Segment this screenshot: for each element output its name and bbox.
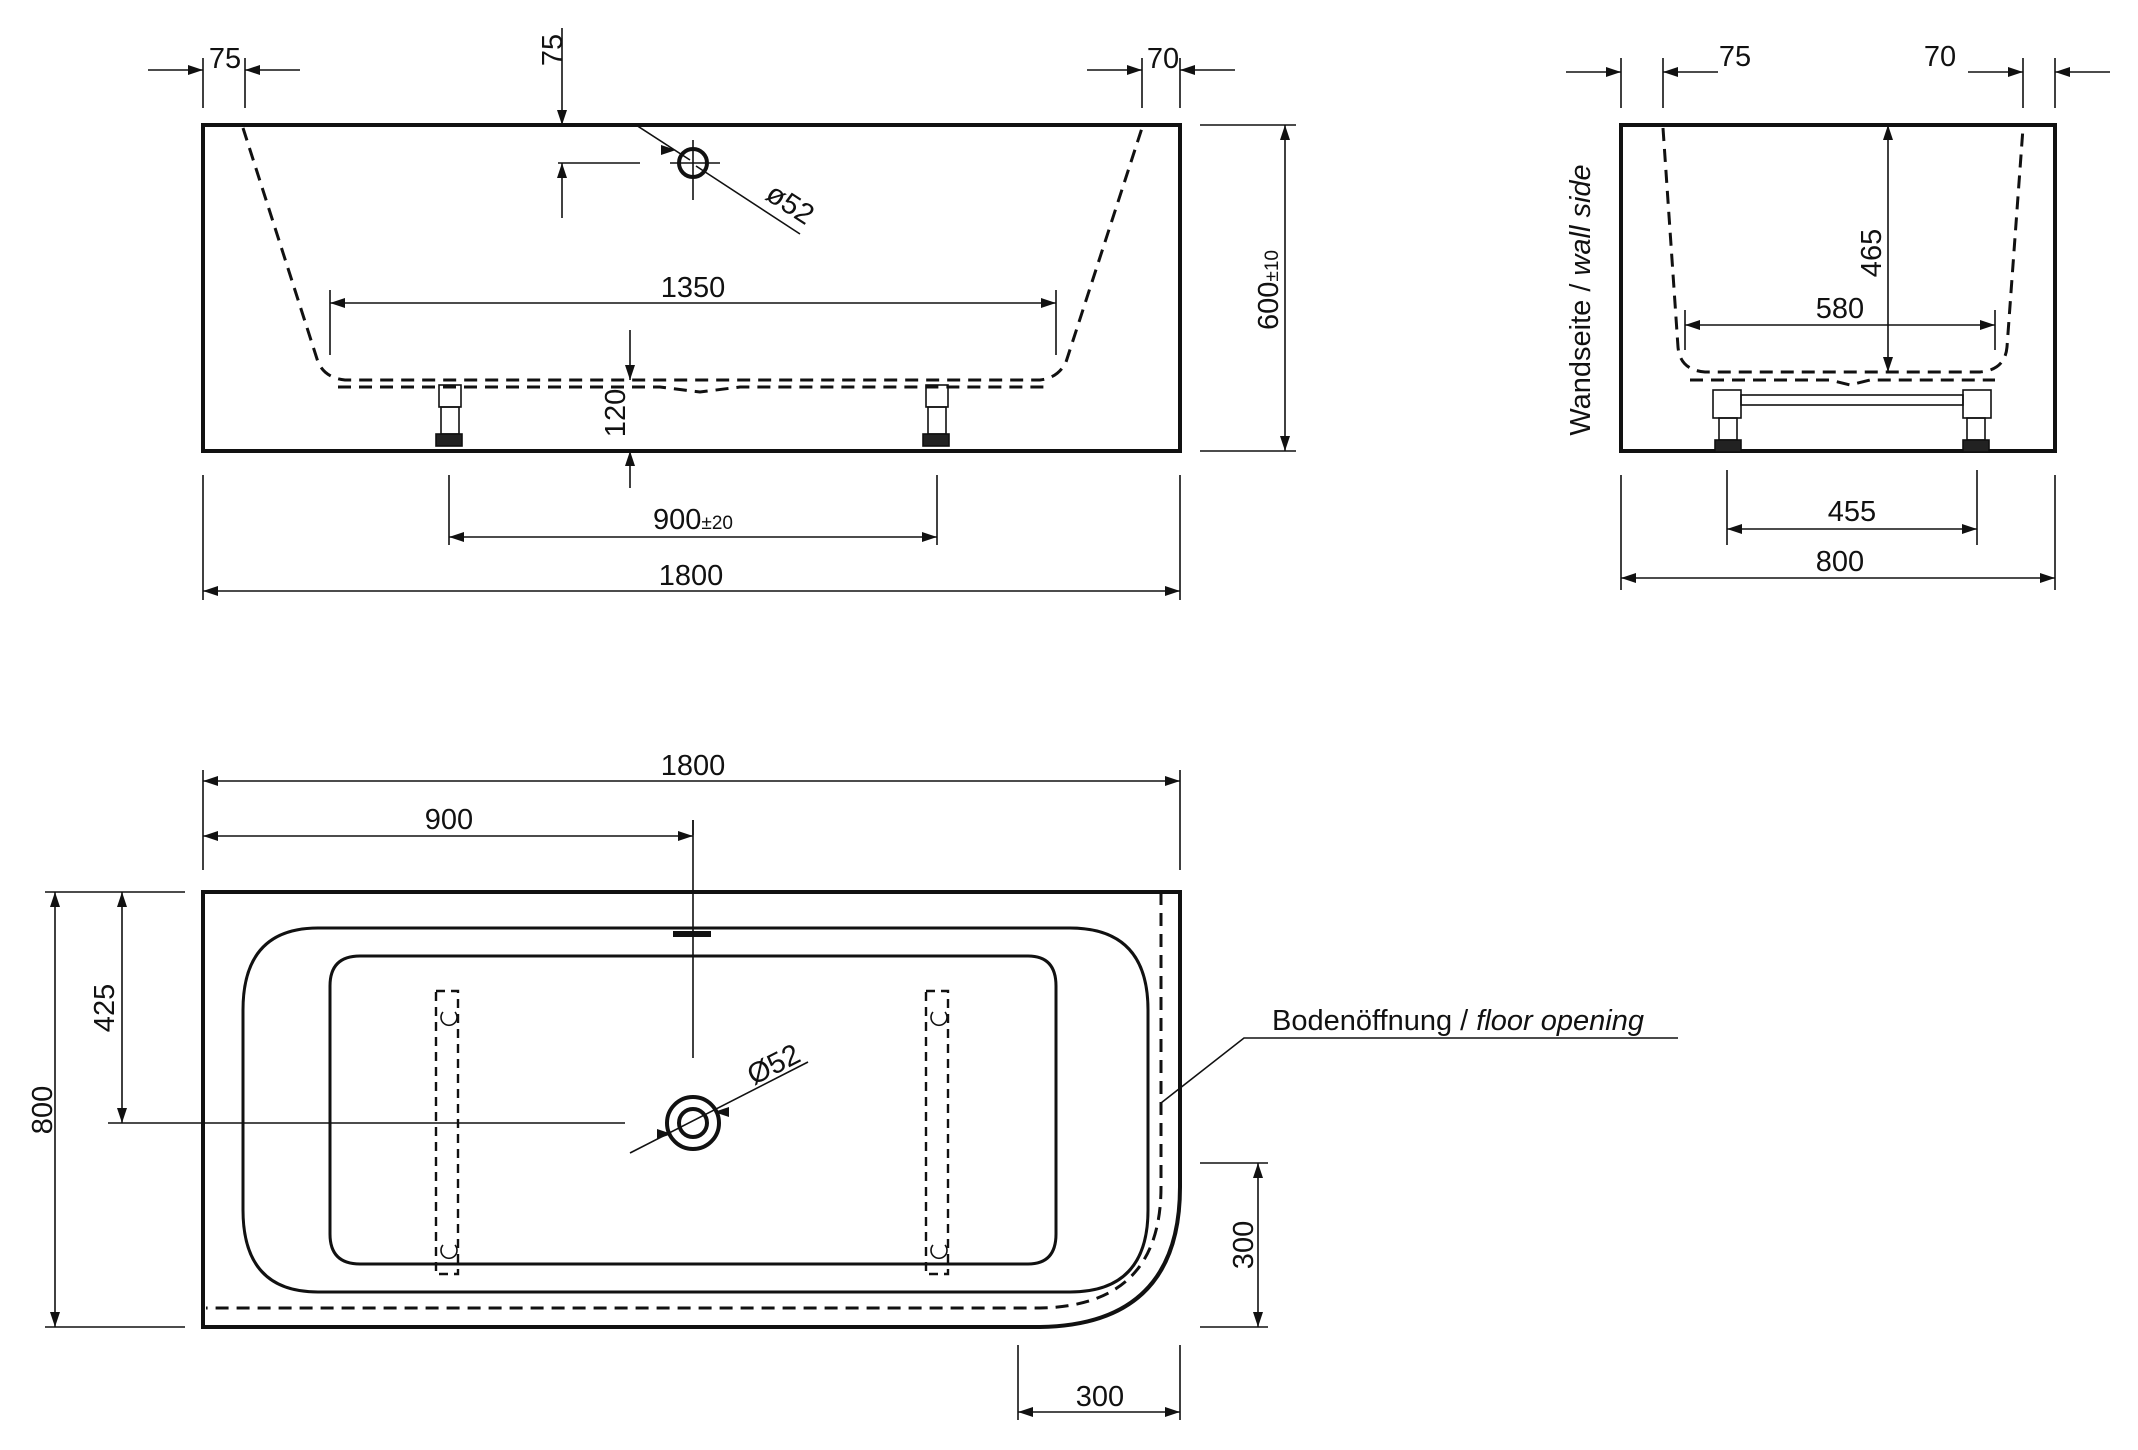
front-rim-right-dim: 70: [1147, 43, 1179, 75]
plan-feet-left-dashed: [434, 989, 460, 1276]
plan-drain: [108, 820, 809, 1154]
plan-corner-radius-y-dim: 300: [1228, 1221, 1260, 1269]
wall-side-label-en: wall side: [1565, 164, 1597, 275]
wall-side-separator: /: [1565, 276, 1597, 300]
front-overflow-offset-dim: 75: [537, 34, 569, 66]
front-inner-bottom-dim: 1350: [661, 272, 726, 304]
front-rim-left-dim: 75: [209, 43, 241, 75]
front-view-outline: [201, 123, 1182, 453]
plan-wall-side-dashed: [206, 892, 1163, 1310]
front-foot-right: [922, 384, 950, 447]
front-foot-left: [435, 384, 463, 447]
floor-opening-label: Bodenöffnung / floor opening: [1272, 1005, 1644, 1037]
front-floor-clearance-dim: 120: [600, 389, 632, 437]
plan-drain-y-dim: 425: [89, 984, 121, 1032]
floor-opening-separator: /: [1452, 1005, 1476, 1037]
plan-outline: [201, 890, 1182, 1329]
front-feet-spacing-value: 900: [653, 504, 701, 536]
plan-feet-right-dashed: [924, 989, 950, 1276]
plan-drain-diameter-dim: Ø52: [742, 1038, 805, 1091]
side-inner-bowl-dashed: [1661, 127, 2025, 374]
front-inner-bowl-dashed: [241, 127, 1144, 382]
front-height-value: 600: [1253, 282, 1285, 330]
side-inner-bottom-dashed: [1690, 378, 1995, 387]
side-view-outline: [1619, 123, 2057, 453]
front-overflow-diameter-dim: ø52: [760, 177, 819, 231]
floor-opening-label-en: floor opening: [1476, 1005, 1644, 1037]
front-height-tolerance: ±10: [1262, 250, 1283, 282]
front-overall-length-dim: 1800: [659, 560, 724, 592]
side-overall-width-dim: 800: [1816, 546, 1864, 578]
floor-opening-leader: [1160, 1037, 1678, 1104]
plan-view: [108, 820, 1678, 1329]
side-rim-right-dim: 70: [1924, 41, 1956, 73]
side-foot-frame: [1712, 389, 1992, 453]
floor-opening-label-de: Bodenöffnung: [1272, 1005, 1452, 1037]
side-rim-left-dim: 75: [1719, 41, 1751, 73]
front-height-dim: 600±10: [1253, 250, 1285, 330]
front-view: [201, 123, 1182, 453]
plan-basin-bottom: [328, 954, 1058, 1266]
plan-rim-inner-line: [241, 926, 1150, 1294]
plan-drain-x-dim: 900: [425, 804, 473, 836]
plan-overall-width-dim: 800: [27, 1086, 59, 1134]
side-inner-bottom-dim: 580: [1816, 293, 1864, 325]
front-feet-spacing-tolerance: ±20: [701, 513, 733, 534]
wall-side-label-de: Wandseite: [1565, 300, 1597, 436]
front-inner-bottom-dashed: [338, 385, 1048, 394]
dimension-lines: [45, 28, 2110, 1420]
front-feet-spacing-dim: 900±20: [653, 504, 733, 536]
side-inner-depth-dim: 465: [1856, 229, 1888, 277]
plan-overall-length-dim: 1800: [661, 750, 726, 782]
front-overflow-hole: [558, 124, 801, 235]
side-feet-spacing-dim: 455: [1828, 496, 1876, 528]
wall-side-label: Wandseite / wall side: [1565, 164, 1597, 435]
side-view: [1619, 123, 2057, 453]
plan-corner-radius-x-dim: 300: [1076, 1381, 1124, 1413]
